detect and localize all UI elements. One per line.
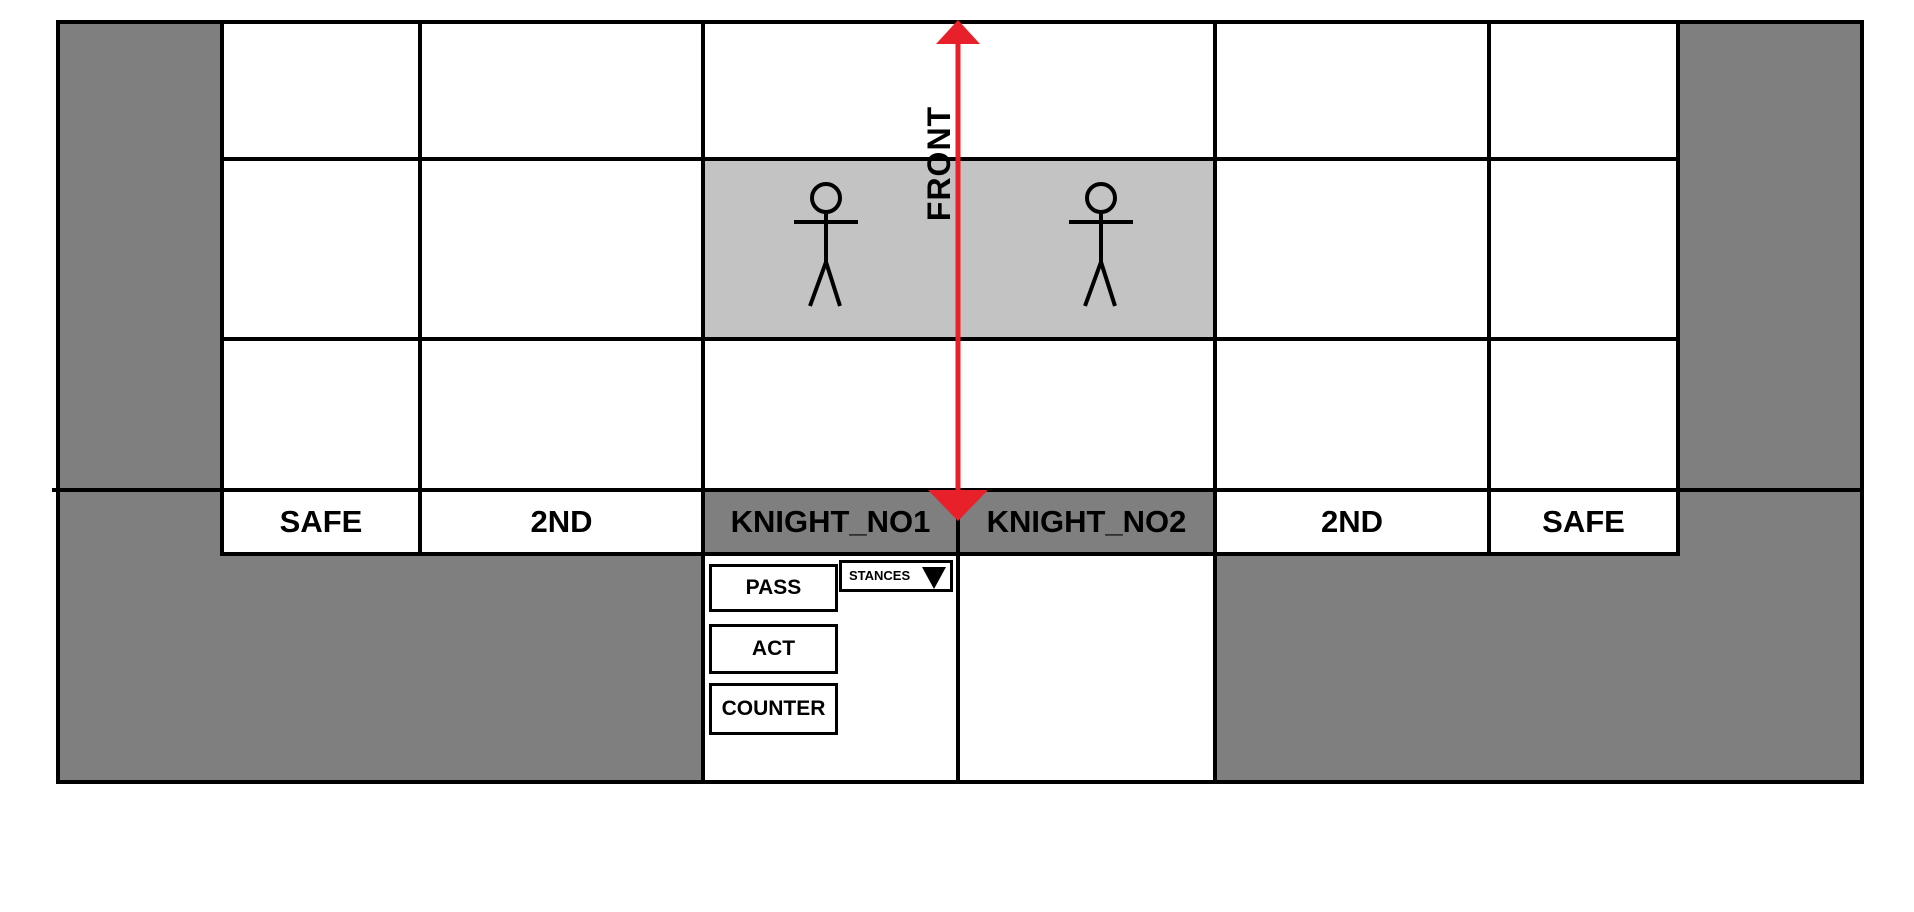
grid-cell[interactable] (956, 20, 1217, 161)
counter-button[interactable]: COUNTER (709, 683, 838, 735)
lane-label: SAFE (279, 504, 363, 539)
lane-label: 2ND (530, 504, 593, 539)
lane-label: 2ND (1320, 504, 1383, 539)
act-button[interactable]: ACT (709, 624, 838, 674)
pass-label: PASS (745, 576, 802, 599)
lane-knight-no2[interactable]: KNIGHT_NO2 (956, 488, 1217, 556)
stances-dropdown[interactable]: STANCES (839, 560, 953, 592)
grid-cell[interactable] (220, 157, 422, 341)
grid-cell[interactable] (418, 157, 705, 341)
act-label: ACT (751, 637, 796, 660)
grid-cell[interactable] (1213, 157, 1491, 341)
pass-button[interactable]: PASS (709, 564, 838, 612)
lane-2nd-right[interactable]: 2ND (1213, 488, 1491, 556)
grid-cell[interactable] (220, 337, 422, 494)
grid-cell[interactable] (701, 20, 960, 161)
grid-cell[interactable] (701, 337, 960, 494)
lane-label: KNIGHT_NO1 (730, 504, 931, 539)
lane-safe-right[interactable]: SAFE (1487, 488, 1680, 556)
grid-cell-knight-no2[interactable] (956, 157, 1217, 341)
grid-cell[interactable] (220, 20, 422, 161)
counter-label: COUNTER (721, 697, 826, 720)
grid-cell[interactable] (1487, 157, 1680, 341)
lane-knight-no1[interactable]: KNIGHT_NO1 (701, 488, 960, 556)
stances-label: STANCES (849, 568, 911, 583)
dropdown-arrow-icon (922, 567, 946, 589)
grid-cell[interactable] (1487, 337, 1680, 494)
lane-label: KNIGHT_NO2 (986, 504, 1187, 539)
lane-safe-left[interactable]: SAFE (220, 488, 422, 556)
grid-cell[interactable] (418, 20, 705, 161)
front-label: FRONT (921, 105, 958, 221)
front-label-wrap: FRONT (890, 105, 990, 220)
grid-cell[interactable] (1213, 20, 1491, 161)
grid-cell[interactable] (1213, 337, 1491, 494)
lane-label: SAFE (1542, 504, 1625, 539)
knight-no2-action-panel (956, 552, 1217, 784)
grid-cell[interactable] (1487, 20, 1680, 161)
grid-cell[interactable] (418, 337, 705, 494)
grid-cell[interactable] (956, 337, 1217, 494)
lane-2nd-left[interactable]: 2ND (418, 488, 705, 556)
